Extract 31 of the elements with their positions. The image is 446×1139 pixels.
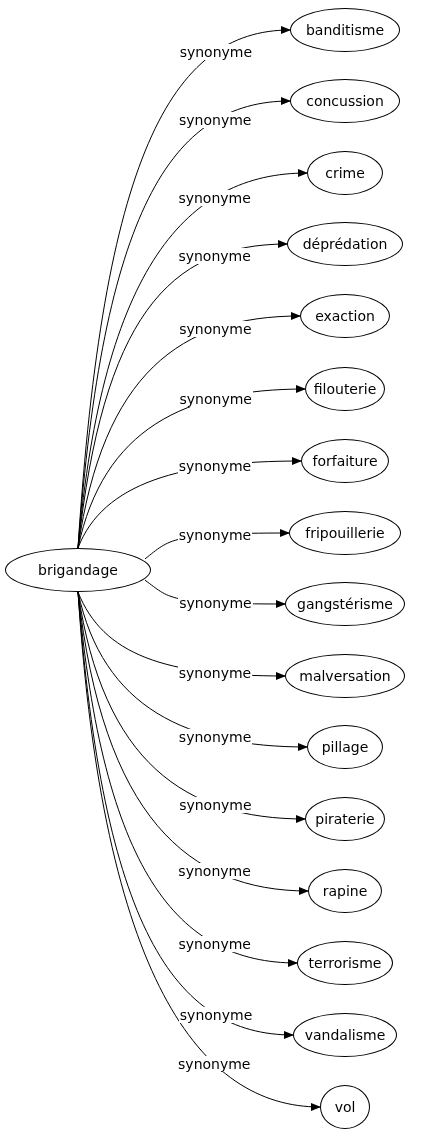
edge-label: synonyme [177, 935, 252, 952]
term-ellipse: rapine [308, 869, 382, 913]
edge-label: synonyme [177, 189, 252, 206]
term-ellipse: pillage [307, 725, 383, 769]
edge-label: synonyme [177, 248, 252, 265]
term-ellipse: gangstérisme [285, 582, 405, 626]
edge-label: synonyme [178, 1006, 254, 1023]
edge-label: synonyme [177, 862, 252, 879]
arrow [77, 591, 321, 1111]
term-ellipse: fripouillerie [289, 511, 401, 555]
edge-label: synonyme [177, 664, 253, 681]
term-ellipse: concussion [290, 79, 400, 123]
term-ellipse: forfaiture [301, 439, 389, 483]
edge-label: synonyme [177, 728, 253, 745]
edge-label: synonyme [178, 44, 254, 60]
term-ellipse: vandalisme [293, 1013, 397, 1057]
term-ellipse: malversation [285, 654, 405, 698]
term-ellipse: brigandage [5, 548, 151, 592]
edge-label: synonyme [178, 112, 253, 129]
term-ellipse: terrorisme [297, 941, 393, 985]
edge-label: synonyme [178, 797, 253, 813]
edge-label: synonyme [178, 320, 253, 337]
edge-label: synonyme [177, 1055, 252, 1072]
term-ellipse: déprédation [287, 222, 403, 266]
term-ellipse: vol [320, 1085, 370, 1129]
edge-label: synonyme [178, 390, 253, 407]
term-ellipse: exaction [300, 294, 390, 338]
term-ellipse: banditisme [290, 8, 400, 52]
term-ellipse: filouterie [305, 367, 385, 411]
term-ellipse: piraterie [305, 797, 385, 841]
term-ellipse: crime [307, 151, 383, 195]
